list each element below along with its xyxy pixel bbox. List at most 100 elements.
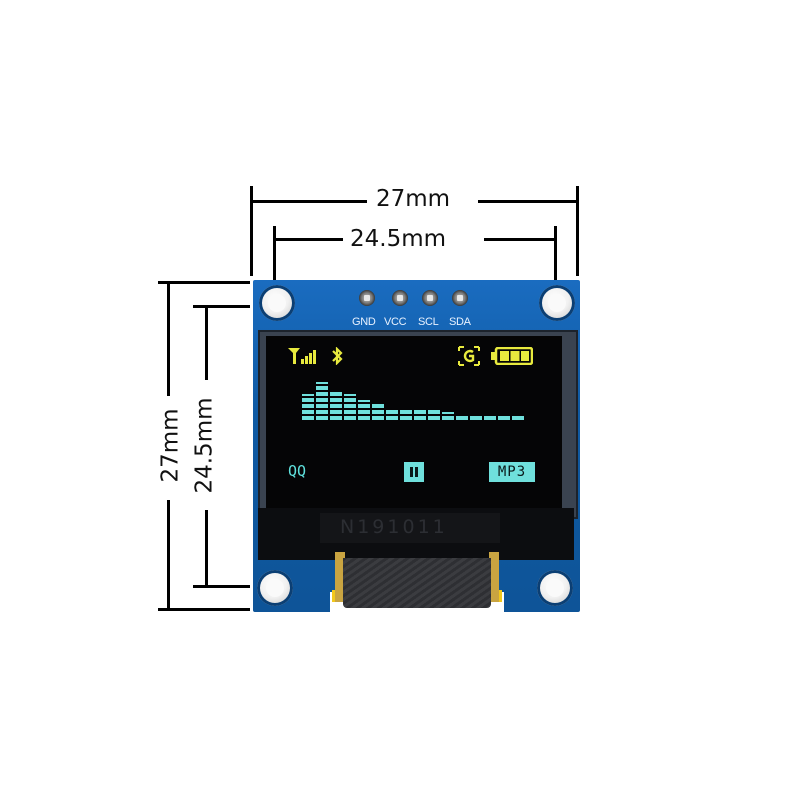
dim-left-outer-label: 27mm (157, 408, 184, 483)
dim-top-outer-label: 27mm (376, 186, 451, 212)
pin-label-sda: SDA (449, 316, 471, 328)
header-pin-gnd (359, 290, 375, 306)
equalizer-segment (344, 410, 356, 414)
equalizer-segment (302, 416, 314, 420)
equalizer-segment (344, 416, 356, 420)
equalizer-segment (442, 416, 454, 420)
dim-top-outer-right-tick (576, 186, 579, 276)
header-pin-sda (452, 290, 468, 306)
dim-left-inner-label: 24.5mm (191, 397, 218, 494)
equalizer-segment (512, 416, 524, 420)
equalizer-segment (358, 416, 370, 420)
dim-top-outer-left-tick (250, 186, 253, 276)
equalizer-spectrum (302, 380, 524, 420)
equalizer-column (442, 412, 454, 420)
equalizer-segment (386, 416, 398, 420)
flex-ribbon-cable (343, 558, 491, 608)
flex-gold-edge-right (489, 552, 499, 602)
equalizer-segment (316, 410, 328, 414)
dim-top-outer-line-right (478, 200, 578, 203)
equalizer-column (456, 416, 468, 420)
dim-left-inner-top-tick (193, 305, 250, 308)
equalizer-column (358, 400, 370, 420)
equalizer-segment (498, 416, 510, 420)
pin-label-vcc: VCC (384, 316, 407, 328)
mounting-hole-bottom-left (257, 570, 293, 606)
equalizer-segment (330, 416, 342, 420)
mounting-hole-top-left (259, 285, 295, 321)
equalizer-peak-cap (442, 412, 454, 414)
equalizer-segment (484, 416, 496, 420)
equalizer-segment (428, 416, 440, 420)
equalizer-column (316, 382, 328, 420)
header-pin-scl (422, 290, 438, 306)
equalizer-segment (302, 398, 314, 402)
equalizer-peak-cap (302, 394, 314, 396)
equalizer-peak-cap (344, 394, 356, 396)
equalizer-segment (358, 410, 370, 414)
mp3-badge: MP3 (489, 462, 535, 482)
equalizer-segment (372, 404, 384, 408)
equalizer-peak-cap (316, 382, 328, 384)
dim-top-inner-label: 24.5mm (350, 226, 447, 252)
equalizer-column (400, 410, 412, 420)
equalizer-segment (330, 404, 342, 408)
bluetooth-icon (332, 347, 343, 365)
equalizer-peak-cap (358, 400, 370, 402)
dim-left-outer-bottom-tick (158, 608, 250, 611)
pin-label-scl: SCL (418, 316, 439, 328)
equalizer-segment (400, 416, 412, 420)
fpc-marking: N191011 (340, 516, 448, 538)
dim-top-inner-left-tick (273, 226, 276, 286)
equalizer-segment (386, 410, 398, 414)
equalizer-segment (414, 416, 426, 420)
mounting-hole-bottom-right (537, 570, 573, 606)
dim-top-inner-right-tick (554, 226, 557, 286)
equalizer-segment (372, 416, 384, 420)
dim-left-outer-line-bottom (167, 500, 170, 610)
equalizer-column (484, 416, 496, 420)
equalizer-segment (316, 398, 328, 402)
equalizer-segment (316, 404, 328, 408)
equalizer-column (512, 416, 524, 420)
equalizer-column (498, 416, 510, 420)
equalizer-segment (330, 398, 342, 402)
equalizer-segment (358, 404, 370, 408)
flex-gold-edge-left (335, 552, 345, 602)
dim-top-inner-line-right (484, 238, 556, 241)
signal-antenna-icon (288, 348, 316, 364)
qq-label: QQ (288, 462, 307, 480)
dim-top-inner-line-left (273, 238, 343, 241)
equalizer-column (372, 404, 384, 420)
equalizer-segment (316, 416, 328, 420)
equalizer-column (302, 394, 314, 420)
gps-g-icon (458, 346, 480, 366)
dim-left-inner-line-top (205, 305, 208, 380)
dim-top-outer-line-left (250, 200, 367, 203)
battery-full-icon (491, 347, 533, 365)
equalizer-segment (302, 410, 314, 414)
equalizer-segment (302, 404, 314, 408)
equalizer-segment (330, 410, 342, 414)
equalizer-column (344, 394, 356, 420)
equalizer-segment (316, 392, 328, 396)
equalizer-segment (316, 386, 328, 390)
dim-left-outer-line-top (167, 281, 170, 396)
equalizer-column (428, 410, 440, 420)
dim-left-inner-bottom-tick (193, 585, 250, 588)
equalizer-segment (344, 404, 356, 408)
equalizer-segment (400, 410, 412, 414)
equalizer-segment (456, 416, 468, 420)
equalizer-segment (344, 398, 356, 402)
equalizer-segment (470, 416, 482, 420)
equalizer-column (470, 416, 482, 420)
equalizer-column (386, 410, 398, 420)
equalizer-segment (428, 410, 440, 414)
fpc-label-plate (320, 513, 500, 543)
equalizer-segment (330, 392, 342, 396)
mounting-hole-top-right (539, 285, 575, 321)
dim-left-outer-top-tick (158, 281, 250, 284)
equalizer-segment (414, 410, 426, 414)
equalizer-column (414, 410, 426, 420)
pin-label-gnd: GND (352, 316, 376, 328)
